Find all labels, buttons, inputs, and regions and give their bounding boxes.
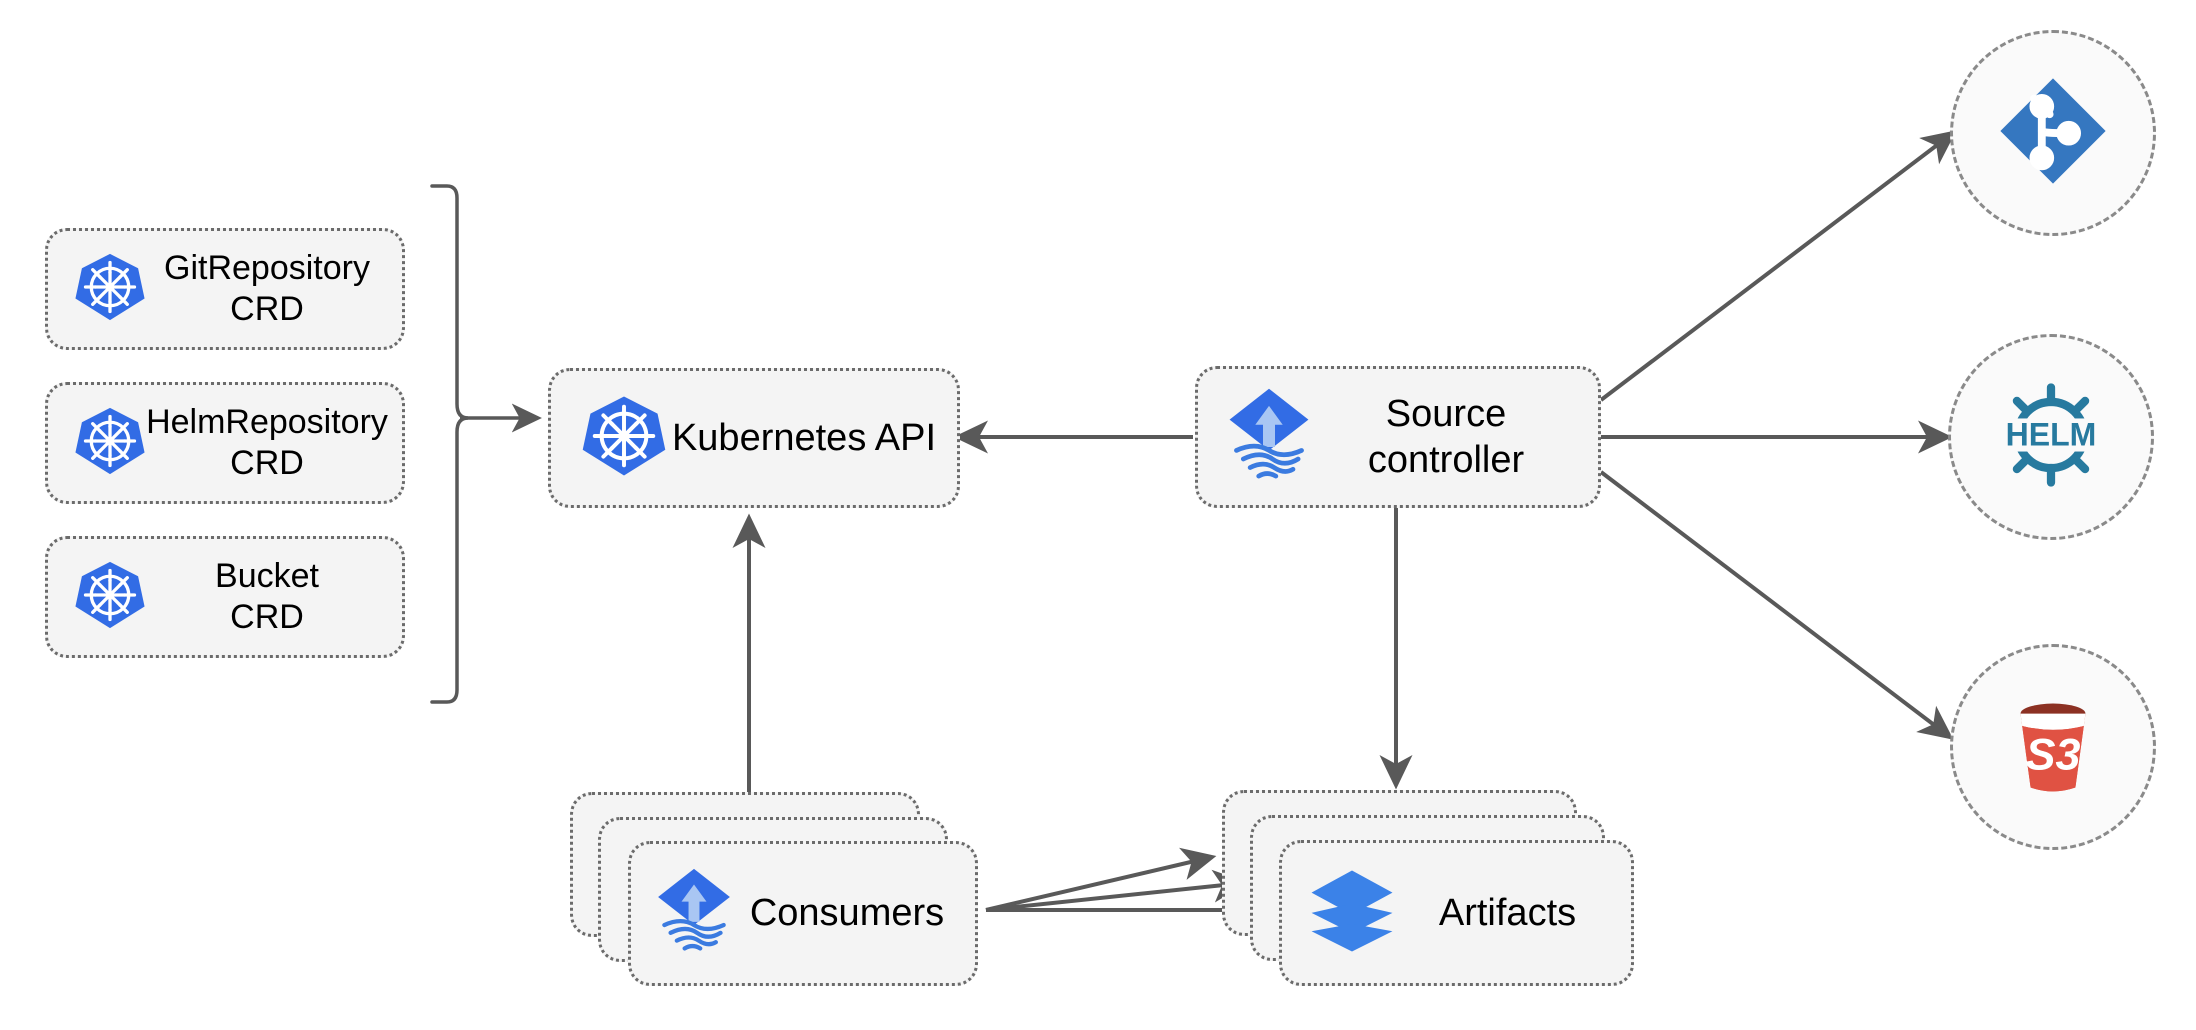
s3-label: S3 [2026, 729, 2081, 779]
crd-card-label: GitRepository CRD [164, 248, 370, 328]
flux-icon [655, 867, 733, 960]
node-consumers[interactable]: Consumers [570, 792, 990, 986]
provider-s3[interactable]: S3 [1950, 644, 2156, 850]
s3-bucket-icon: S3 [1997, 689, 2109, 806]
consumers-stack-sheet-front[interactable]: Consumers [628, 841, 978, 986]
edge-consumers-to-artifacts-1 [985, 847, 1217, 912]
git-icon [1997, 75, 2109, 192]
node-artifacts[interactable]: Artifacts [1222, 790, 1652, 986]
edge-source-to-git [1599, 130, 1957, 402]
crd-card-label: HelmRepository CRD [146, 402, 388, 482]
edge-source-to-s3 [1599, 470, 1954, 740]
node-label: Artifacts [1438, 891, 1577, 934]
node-source-controller[interactable]: Source controller [1195, 366, 1601, 508]
crd-card-helmrepository[interactable]: HelmRepository CRD [45, 382, 405, 504]
crd-group-bracket [430, 184, 469, 704]
helm-label: HELM [2006, 416, 2097, 452]
node-kubernetes-api[interactable]: Kubernetes API [548, 368, 960, 508]
artifacts-stack-sheet-front[interactable]: Artifacts [1279, 840, 1634, 986]
provider-git[interactable] [1950, 30, 2156, 236]
layers-icon [1306, 865, 1398, 962]
node-label: Kubernetes API [671, 416, 937, 459]
crd-card-gitrepository[interactable]: GitRepository CRD [45, 228, 405, 350]
node-label: Source controller [1367, 392, 1525, 481]
kubernetes-icon [74, 251, 146, 328]
provider-helm[interactable]: HELM [1948, 334, 2154, 540]
kubernetes-icon [581, 393, 667, 484]
helm-icon: HELM [1989, 373, 2113, 502]
crd-card-label: Bucket CRD [215, 556, 319, 636]
flux-icon [1226, 387, 1312, 488]
kubernetes-icon [74, 559, 146, 636]
node-label: Consumers [749, 892, 945, 935]
edge-consumers-to-artifacts-2 [985, 869, 1248, 912]
kubernetes-icon [74, 405, 146, 482]
crd-card-bucket[interactable]: Bucket CRD [45, 536, 405, 658]
